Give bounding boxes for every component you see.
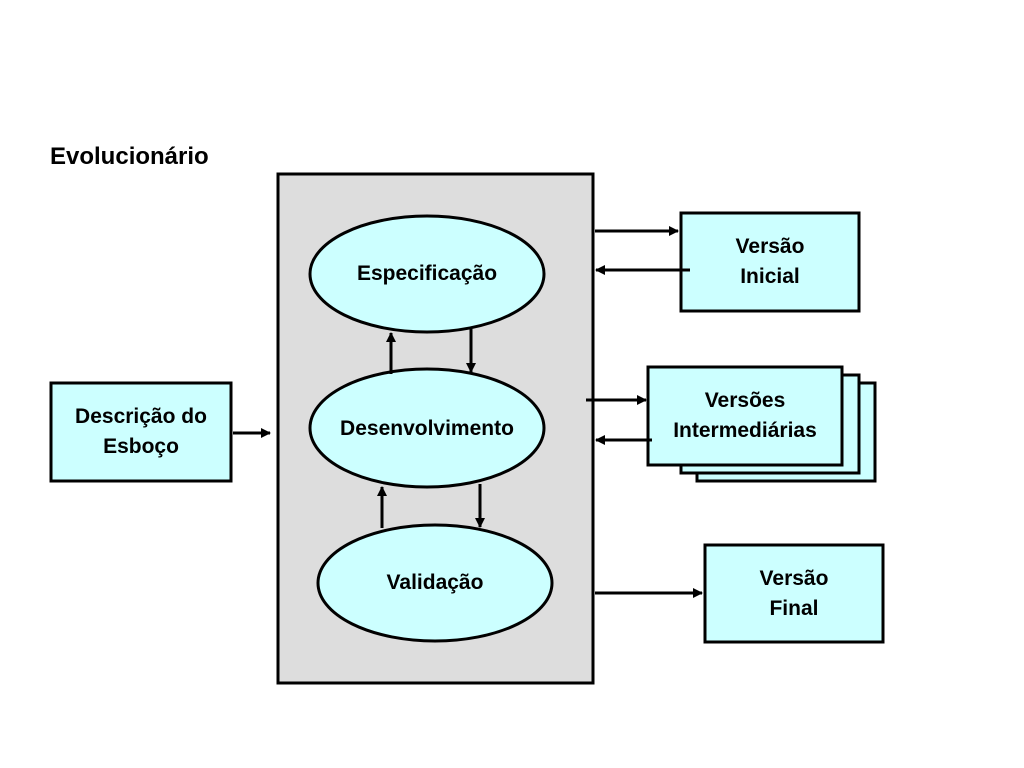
versao-inicial-label: Versão Inicial (735, 235, 805, 288)
descricao-label: Descrição do Esboço (75, 405, 207, 458)
especificacao-label: Especificação (356, 262, 498, 285)
diagram-title: Evolucionário (50, 143, 209, 170)
versao-final-label: Versão Final (759, 566, 829, 620)
especificacao-node (308, 214, 546, 334)
versoes-intermediarias-box (646, 365, 844, 467)
desenvolvimento-node (308, 367, 546, 489)
desenvolvimento-label: Desenvolvimento (340, 417, 514, 440)
validacao-label: Validação (386, 571, 484, 594)
validacao-node (316, 523, 554, 643)
versao-inicial-box (679, 211, 861, 313)
versao-final-box (703, 543, 885, 644)
descricao-box (49, 381, 233, 483)
versoes-intermediarias-label: Versões Intermediárias (673, 389, 817, 442)
